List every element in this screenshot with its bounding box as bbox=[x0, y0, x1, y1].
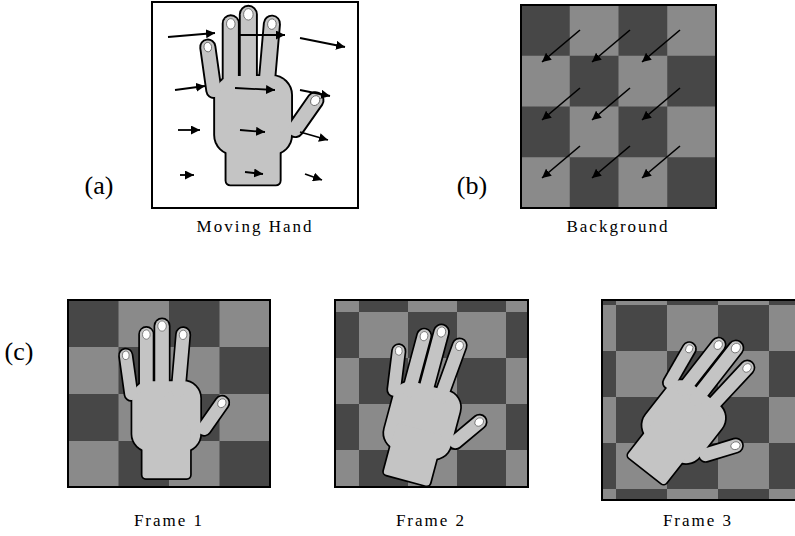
frame-1 bbox=[68, 300, 270, 487]
background-panel bbox=[521, 5, 716, 208]
frame-3 bbox=[602, 300, 795, 510]
panel-caption: Frame 2 bbox=[396, 511, 466, 531]
frame-2 bbox=[335, 300, 528, 497]
panel-caption: Frame 1 bbox=[134, 511, 204, 531]
panel-letter: (a) bbox=[85, 171, 114, 201]
panel-letter: (c) bbox=[5, 337, 34, 367]
panel-letter: (b) bbox=[457, 171, 487, 201]
panel-caption: Background bbox=[566, 217, 669, 237]
panel-caption: Frame 3 bbox=[663, 511, 733, 531]
moving-hand-panel bbox=[152, 2, 358, 208]
panel-caption: Moving Hand bbox=[197, 217, 314, 237]
